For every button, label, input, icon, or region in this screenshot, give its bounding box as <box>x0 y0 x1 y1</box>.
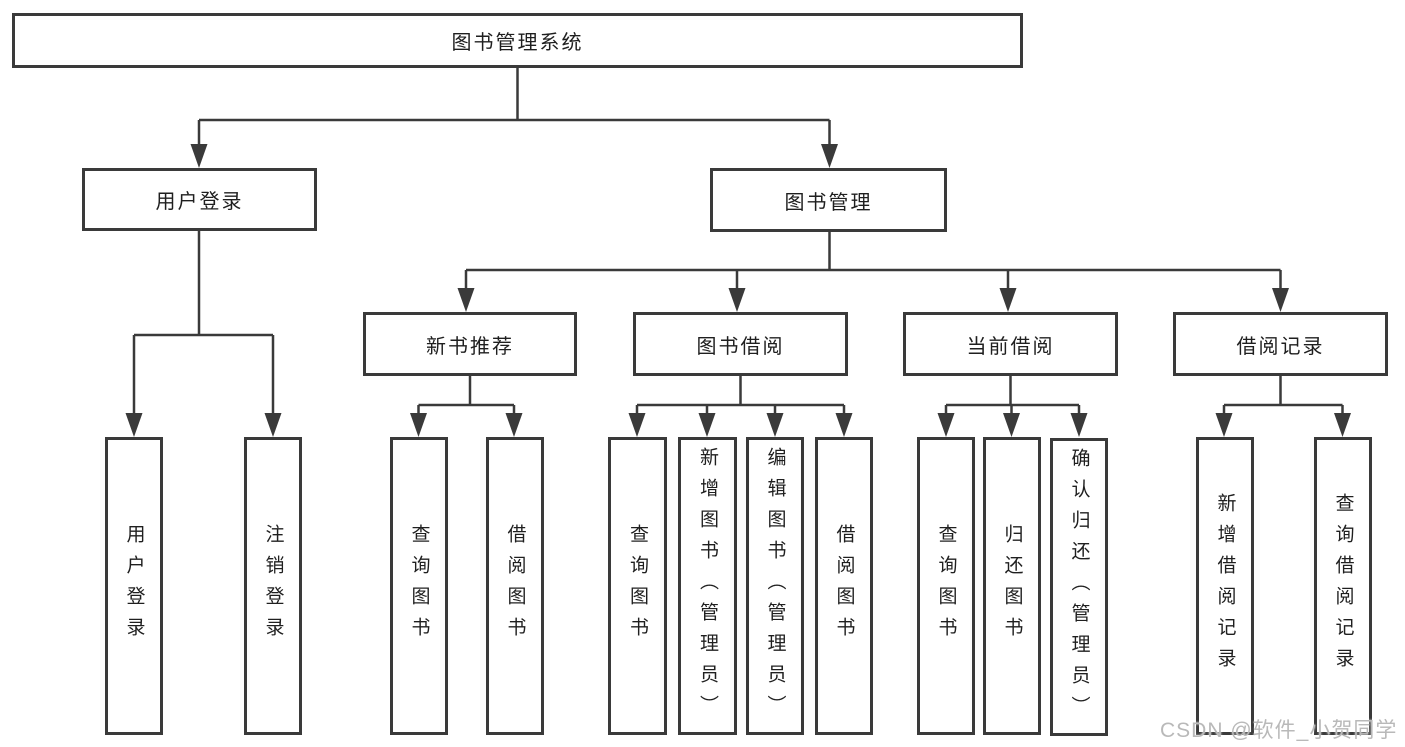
node-user-login: 用户登录 <box>82 168 317 231</box>
leaf-current-return-books-label: 归还图书 <box>1001 524 1023 648</box>
node-new-book-recommend-label: 新书推荐 <box>426 335 514 358</box>
leaf-newbooks-borrow-books-label: 借阅图书 <box>504 524 526 648</box>
node-book-management: 图书管理 <box>710 168 947 232</box>
leaf-borrow-add-books-admin-label: 新增图书（管理员） <box>697 446 718 726</box>
leaf-current-return-books: 归还图书 <box>983 437 1041 735</box>
leaf-current-confirm-return-admin: 确认归还（管理员） <box>1050 438 1108 736</box>
node-book-borrow-label: 图书借阅 <box>696 335 785 358</box>
leaf-logout-label: 注销登录 <box>262 524 284 648</box>
leaf-records-add-record-label: 新增借阅记录 <box>1214 493 1236 679</box>
leaf-records-query-record: 查询借阅记录 <box>1314 437 1372 735</box>
leaf-borrow-query-books: 查询图书 <box>608 437 667 735</box>
node-book-borrow: 图书借阅 <box>633 312 848 376</box>
leaf-borrow-edit-books-admin-label: 编辑图书（管理员） <box>764 446 786 726</box>
leaf-newbooks-query-books: 查询图书 <box>390 437 448 735</box>
node-user-login-label: 用户登录 <box>155 191 244 213</box>
leaf-borrow-borrow-books-label: 借阅图书 <box>833 524 855 648</box>
leaf-newbooks-borrow-books: 借阅图书 <box>486 437 544 735</box>
node-book-management-label: 图书管理 <box>784 191 873 214</box>
leaf-current-query-books: 查询图书 <box>917 437 975 735</box>
node-borrow-records-label: 借阅记录 <box>1236 335 1325 358</box>
leaf-logout: 注销登录 <box>244 437 302 735</box>
leaf-borrow-query-books-label: 查询图书 <box>627 524 648 648</box>
leaf-current-query-books-label: 查询图书 <box>935 524 957 648</box>
leaf-user-login: 用户登录 <box>105 437 163 735</box>
node-current-borrow: 当前借阅 <box>903 312 1118 376</box>
node-borrow-records: 借阅记录 <box>1173 312 1388 376</box>
node-current-borrow-label: 当前借阅 <box>966 335 1055 358</box>
node-root-label: 图书管理系统 <box>451 32 584 54</box>
node-new-book-recommend: 新书推荐 <box>363 312 577 376</box>
leaf-borrow-edit-books-admin: 编辑图书（管理员） <box>746 437 804 735</box>
leaf-borrow-add-books-admin: 新增图书（管理员） <box>678 437 737 735</box>
leaf-borrow-borrow-books: 借阅图书 <box>815 437 873 735</box>
leaf-records-add-record: 新增借阅记录 <box>1196 437 1254 735</box>
leaf-records-query-record-label: 查询借阅记录 <box>1332 493 1354 679</box>
leaf-user-login-label: 用户登录 <box>123 524 145 648</box>
leaf-current-confirm-return-admin-label: 确认归还（管理员） <box>1068 447 1090 727</box>
leaf-newbooks-query-books-label: 查询图书 <box>408 524 430 648</box>
node-root: 图书管理系统 <box>12 13 1023 68</box>
watermark: CSDN @软件_小贺同学 <box>1160 719 1398 742</box>
